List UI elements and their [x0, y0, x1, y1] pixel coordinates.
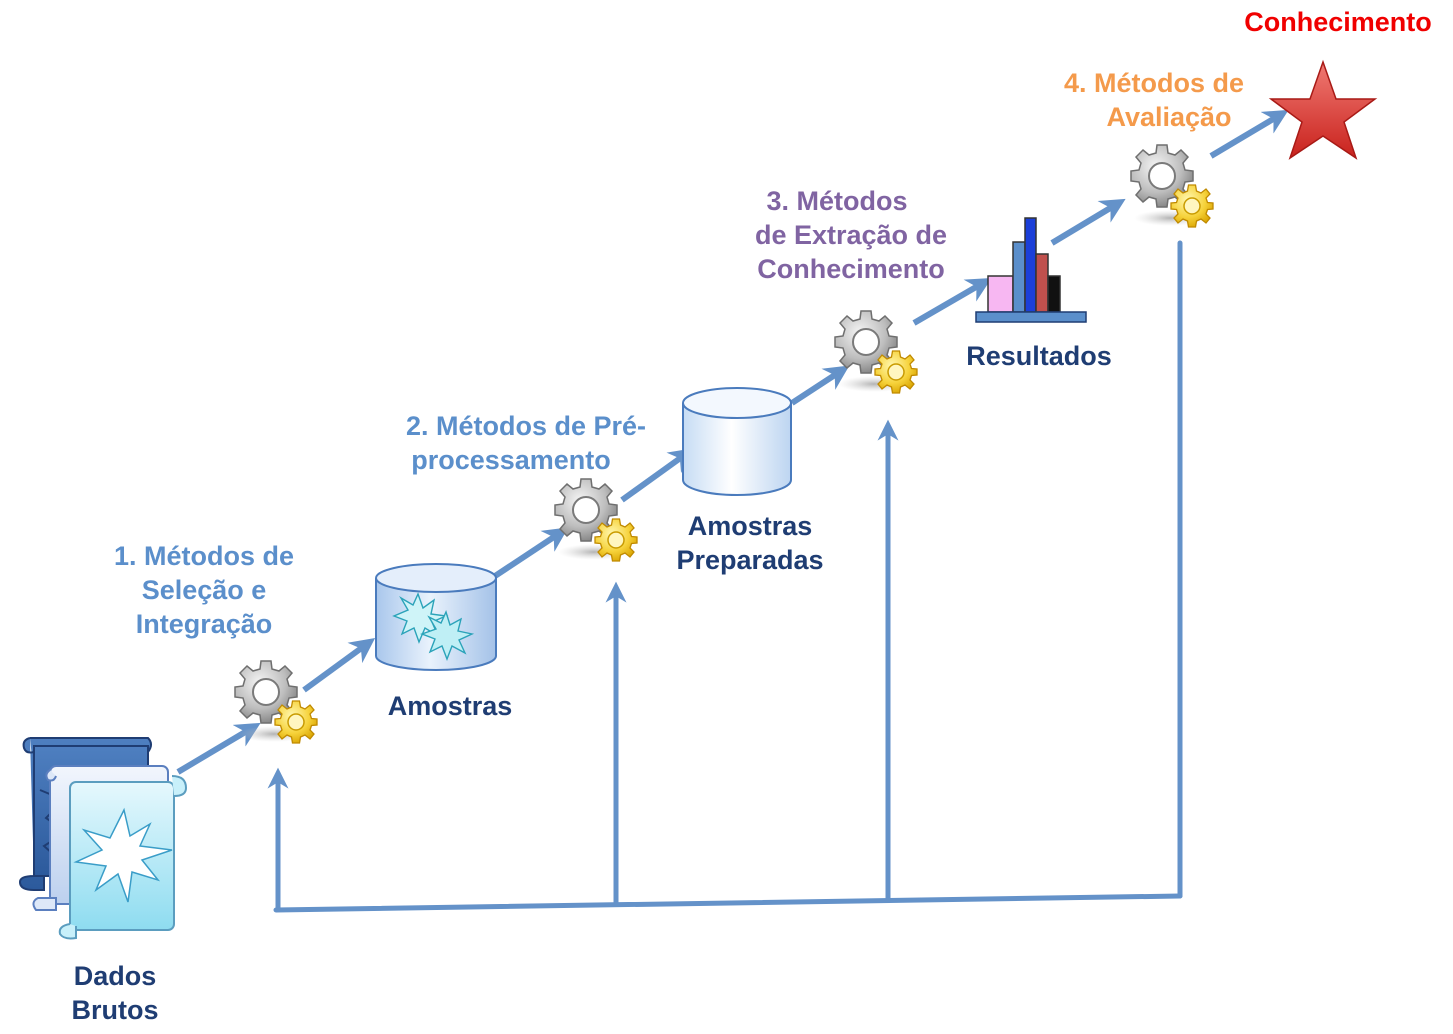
step1-line: 1. Métodos de	[113, 541, 295, 571]
step1-label: 1. Métodos de Seleção e Integração	[72, 539, 336, 641]
results-label: Resultados	[944, 339, 1134, 373]
gears-icon	[235, 661, 317, 743]
raw-data-label: Dados Brutos	[40, 959, 190, 1027]
gears-icon	[1131, 145, 1213, 227]
flow-arrow-step4-to-knowledge	[1209, 109, 1289, 159]
step3-line: Conhecimento	[757, 254, 945, 284]
knowledge-text: Conhecimento	[1244, 7, 1432, 37]
database-icon	[375, 563, 497, 671]
feedback-loop	[267, 240, 1183, 913]
flow-arrow-results-to-step4	[1050, 198, 1126, 246]
flow-arrow-step3-to-results	[912, 277, 992, 326]
raw-data-line: Brutos	[71, 995, 159, 1025]
samples-text: Amostras	[387, 691, 513, 721]
gears-icon	[555, 479, 637, 561]
raw-data-line: Dados	[73, 961, 157, 991]
flow-arrow-prepared-to-step3	[790, 365, 850, 406]
flow-arrow-step2-to-prepared	[620, 448, 695, 503]
step3-line: 3. Métodos	[766, 186, 908, 216]
results-text: Resultados	[966, 341, 1112, 371]
knowledge-label: Conhecimento	[1228, 5, 1448, 39]
prepared-samples-line: Amostras	[687, 511, 813, 541]
bar-chart-icon	[975, 217, 1087, 323]
document-stack-icon	[18, 737, 188, 940]
step2-line: 2. Métodos de Pré-	[405, 411, 647, 441]
step4-label: 4. Métodos de Avaliação	[1034, 66, 1274, 134]
flow-arrow-samples-to-step2	[490, 527, 569, 581]
samples-label: Amostras	[360, 689, 540, 723]
feedback-baseline	[273, 893, 1183, 913]
step1-line: Integração	[135, 609, 273, 639]
step4-line: Avaliação	[1106, 102, 1232, 132]
prepared-samples-label: Amostras Preparadas	[650, 509, 850, 577]
forward-flow	[176, 109, 1289, 775]
database-icon	[682, 387, 792, 496]
step3-label: 3. Métodos de Extração de Conhecimento	[716, 184, 986, 286]
step2-line: processamento	[411, 445, 611, 475]
step4-line: 4. Métodos de	[1063, 68, 1245, 98]
step2-label: 2. Métodos de Pré- processamento	[366, 409, 686, 477]
gears-icon	[835, 311, 917, 393]
star-icon	[1268, 59, 1378, 160]
prepared-samples-line: Preparadas	[676, 545, 824, 575]
flow-arrow-step1-to-samples	[302, 638, 376, 693]
step1-line: Seleção e	[141, 575, 267, 605]
step3-line: de Extração de	[754, 220, 948, 250]
